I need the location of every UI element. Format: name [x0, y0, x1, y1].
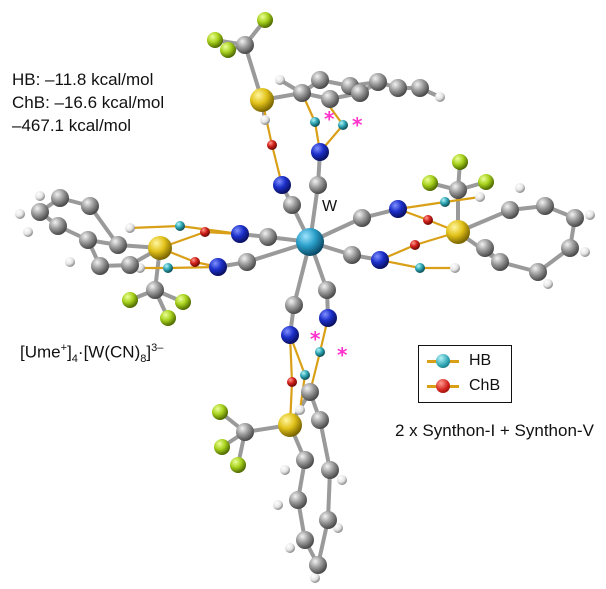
svg-text:*: * — [337, 343, 348, 367]
hb-ball-icon — [436, 354, 450, 368]
hb-energy: HB: –11.8 kcal/mol — [12, 70, 154, 89]
svg-text:*: * — [352, 113, 363, 137]
synthon-description: 2 x Synthon-I + Synthon-V — [395, 421, 594, 440]
legend-item-hb: HB — [419, 349, 511, 373]
formula-part3: ·[W(CN) — [77, 342, 141, 362]
legend: HB ChB — [418, 345, 512, 403]
total-energy: –467.1 kcal/mol — [12, 116, 132, 135]
formula-sub1: 4 — [71, 353, 78, 366]
formula-sup2: 3– — [151, 342, 164, 354]
chb-ball-icon — [436, 379, 450, 393]
svg-text:*: * — [310, 327, 321, 351]
formula-sub2: 8 — [140, 353, 147, 366]
tungsten-label: W — [322, 198, 338, 215]
asterisk-markers: * * * * — [310, 107, 363, 367]
svg-text:*: * — [324, 107, 335, 131]
interaction-energies: HB: –11.8 kcal/mol ChB: –16.6 kcal/mol –… — [12, 68, 164, 137]
atoms — [15, 12, 595, 583]
legend-item-chb: ChB — [419, 374, 511, 398]
legend-label-hb: HB — [469, 352, 492, 369]
chb-energy: ChB: –16.6 kcal/mol — [12, 93, 165, 112]
legend-label-chb: ChB — [469, 377, 501, 394]
formula-sup1: + — [60, 342, 68, 354]
complex-formula: [Ume+]4·[W(CN)8]3– — [20, 342, 163, 365]
tungsten-atom — [296, 228, 324, 256]
formula-part2: ] — [67, 342, 72, 362]
formula-part4: ] — [146, 342, 152, 362]
formula-part1: [Ume — [20, 342, 61, 362]
